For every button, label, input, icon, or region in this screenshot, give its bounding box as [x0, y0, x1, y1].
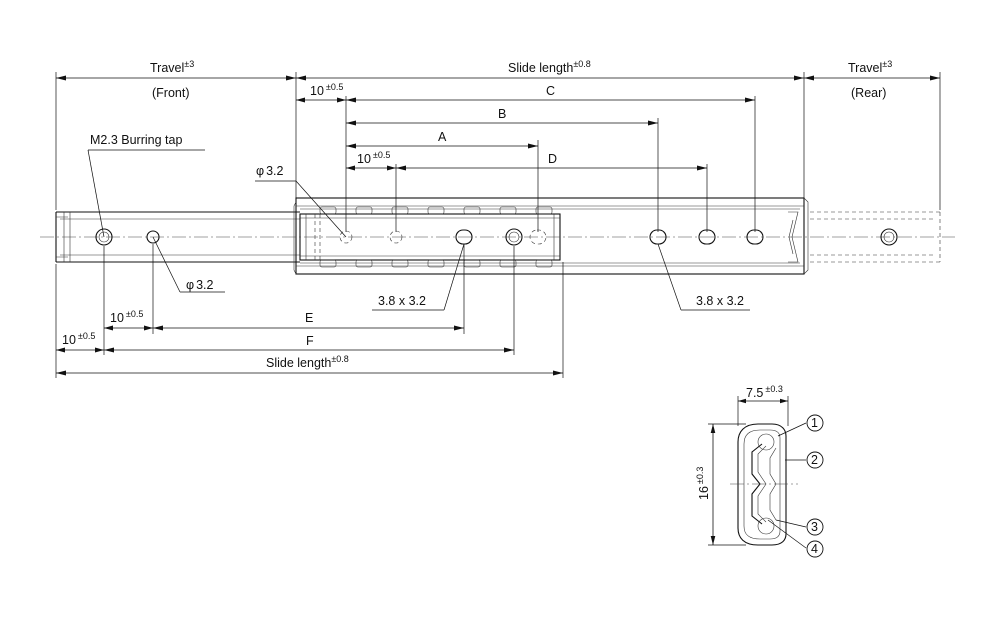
burring-tap-hole-2 [505, 228, 523, 246]
balloon-3: 3 [811, 520, 818, 534]
dim-10-top: 10±0.5 [310, 82, 343, 98]
slide-rail-side-view [40, 197, 955, 275]
holes [95, 228, 898, 246]
hole-10-mid [389, 230, 403, 244]
dim-10-bottom: 10±0.5 [62, 331, 95, 347]
burring-tap-hole [95, 228, 113, 246]
slot-A [529, 229, 547, 245]
slot-D [698, 229, 716, 245]
slot-left-label: 3.8 x 3.2 [378, 294, 426, 308]
dim-F: F [306, 334, 314, 348]
slide-length-bottom-label: Slide length±0.8 [266, 354, 349, 370]
rear-hole [880, 228, 898, 246]
dim-10-mid: 10±0.5 [357, 150, 390, 166]
slide-length-top-label: Slide length±0.8 [508, 59, 591, 75]
travel-front-label: Travel±3 [150, 59, 194, 75]
dim-C: C [546, 84, 555, 98]
dim-B: B [498, 107, 506, 121]
dim-A: A [438, 130, 447, 144]
travel-rear-label: Travel±3 [848, 59, 892, 75]
slot-right-label: 3.8 x 3.2 [696, 294, 744, 308]
outer-member [293, 197, 809, 275]
hole-phi-3-2-outer [339, 230, 353, 244]
cross-section: 7.5±0.3 16±0.3 1 2 3 4 [695, 384, 824, 558]
section-height-label: 16±0.3 [695, 467, 711, 500]
dim-E: E [305, 311, 313, 325]
burring-tap-label: M2.3 Burring tap [90, 133, 182, 147]
hole-phi-3-2-inner [146, 230, 160, 244]
balloon-2: 2 [811, 453, 818, 467]
slot-C [746, 229, 764, 245]
rear-label: (Rear) [851, 86, 886, 100]
balloon-4: 4 [811, 542, 818, 556]
bottom-dimensions: 10±0.5 E 10±0.5 F Slide length±0.8 [55, 244, 564, 378]
front-label: (Front) [152, 86, 190, 100]
section-width-label: 7.5±0.3 [746, 384, 783, 400]
balloon-1: 1 [811, 416, 818, 430]
top-dimensions: Travel±3 (Front) Slide length±0.8 Travel… [55, 59, 941, 232]
dim-D: D [548, 152, 557, 166]
inner-member [55, 211, 300, 263]
dim-10-lower: 10±0.5 [110, 309, 143, 325]
